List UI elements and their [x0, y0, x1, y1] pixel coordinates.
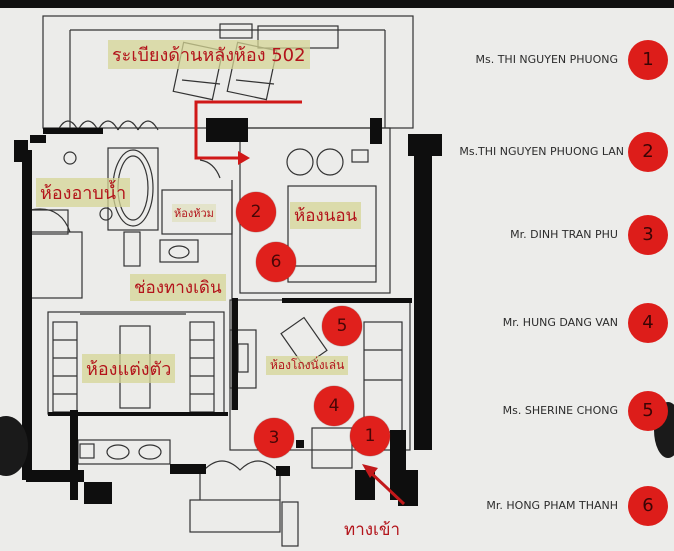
legend-name-3: Mr. DINH TRAN PHU	[510, 228, 618, 241]
room-label-bedroom: ห้องนอน	[290, 202, 362, 229]
room-label-toilet: ห้องห้วม	[172, 204, 216, 222]
legend-marker-5: 5	[628, 391, 668, 431]
plan-marker-2: 2	[236, 192, 276, 232]
legend-marker-1: 1	[628, 40, 668, 80]
legend-marker-4: 4	[628, 303, 668, 343]
legend-name-4: Mr. HUNG DANG VAN	[502, 316, 618, 329]
plan-marker-1: 1	[350, 416, 390, 456]
balcony-title: ระเบียงด้านหลังห้อง 502	[108, 40, 310, 69]
legend-marker-2: 2	[628, 132, 668, 172]
legend-marker-6: 6	[628, 486, 668, 526]
legend-name-2: Ms.THI NGUYEN PHUONG LAN	[459, 145, 624, 158]
legend-name-6: Mr. HONG PHAM THANH	[486, 499, 618, 512]
legend-marker-3: 3	[628, 215, 668, 255]
room-label-bathroom: ห้องอาบน้ำ	[36, 178, 131, 207]
entrance-label: ทางเข้า	[344, 520, 401, 540]
room-label-living: ห้องโถงนั่งเล่น	[266, 356, 349, 375]
legend-name-5: Ms. SHERINE CHONG	[502, 404, 618, 417]
plan-marker-5: 5	[322, 306, 362, 346]
room-label-hallway: ช่องทางเดิน	[130, 274, 226, 301]
room-label-dressing: ห้องแต่งตัว	[82, 354, 176, 383]
plan-marker-3: 3	[254, 418, 294, 458]
plan-marker-6: 6	[256, 242, 296, 282]
plan-marker-4: 4	[314, 386, 354, 426]
legend-name-1: Ms. THI NGUYEN PHUONG	[475, 53, 618, 66]
